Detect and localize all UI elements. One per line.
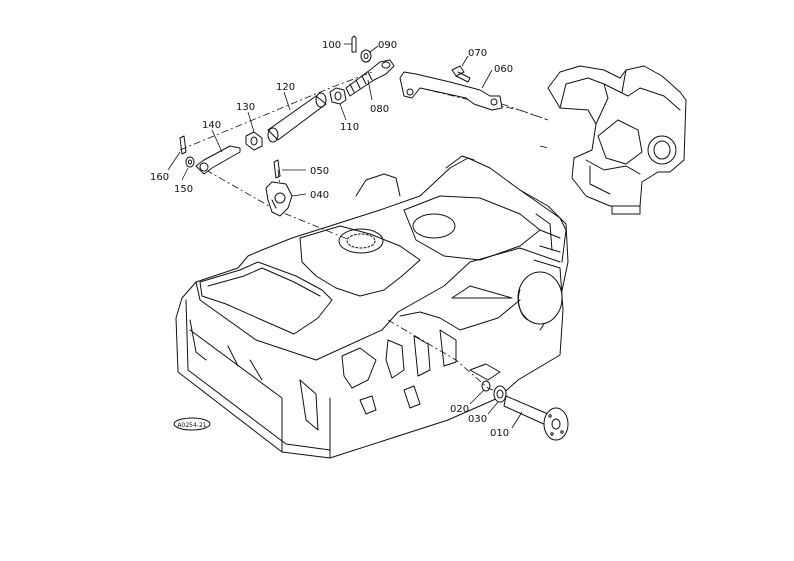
part-090-washer — [360, 49, 372, 63]
part-140-rod-end — [195, 145, 241, 175]
part-130-nut — [245, 131, 263, 151]
label-100: 100 — [322, 40, 341, 51]
label-010: 010 — [490, 428, 509, 439]
part-080-threaded-rod — [345, 59, 395, 97]
label-020: 020 — [450, 404, 469, 415]
part-020-seal — [481, 380, 491, 392]
figure-code: A0254-21 — [177, 422, 206, 429]
label-150: 150 — [174, 184, 193, 195]
label-030: 030 — [468, 414, 487, 425]
label-080: 080 — [370, 104, 389, 115]
engine-case-body — [175, 155, 569, 459]
leader-lines — [167, 43, 523, 429]
label-130: 130 — [236, 102, 255, 113]
part-110-nut — [329, 87, 347, 105]
part-120-turnbuckle-sleeve — [267, 92, 327, 143]
label-120: 120 — [276, 82, 295, 93]
label-110: 110 — [340, 122, 359, 133]
part-030-bushing — [493, 385, 507, 403]
part-040-lever-arm — [265, 181, 293, 217]
label-060: 060 — [494, 64, 513, 75]
part-010-lift-shaft — [503, 395, 569, 441]
assembly-centerlines — [179, 71, 549, 403]
label-070: 070 — [468, 48, 487, 59]
part-100-pin — [351, 35, 357, 53]
lift-arm-bracket-housing — [547, 65, 687, 215]
part-160-pin — [179, 135, 187, 155]
part-labels: 100 090 080 070 060 110 120 130 140 150 … — [150, 40, 513, 439]
label-090: 090 — [378, 40, 397, 51]
label-040: 040 — [310, 190, 329, 201]
label-050: 050 — [310, 166, 329, 177]
part-060-lift-link — [399, 71, 503, 111]
label-140: 140 — [202, 120, 221, 131]
part-050-pin — [273, 159, 281, 179]
part-070-bolt — [451, 65, 471, 83]
label-160: 160 — [150, 172, 169, 183]
part-150-washer — [185, 156, 195, 168]
figure-code-badge: A0254-21 — [173, 417, 211, 431]
